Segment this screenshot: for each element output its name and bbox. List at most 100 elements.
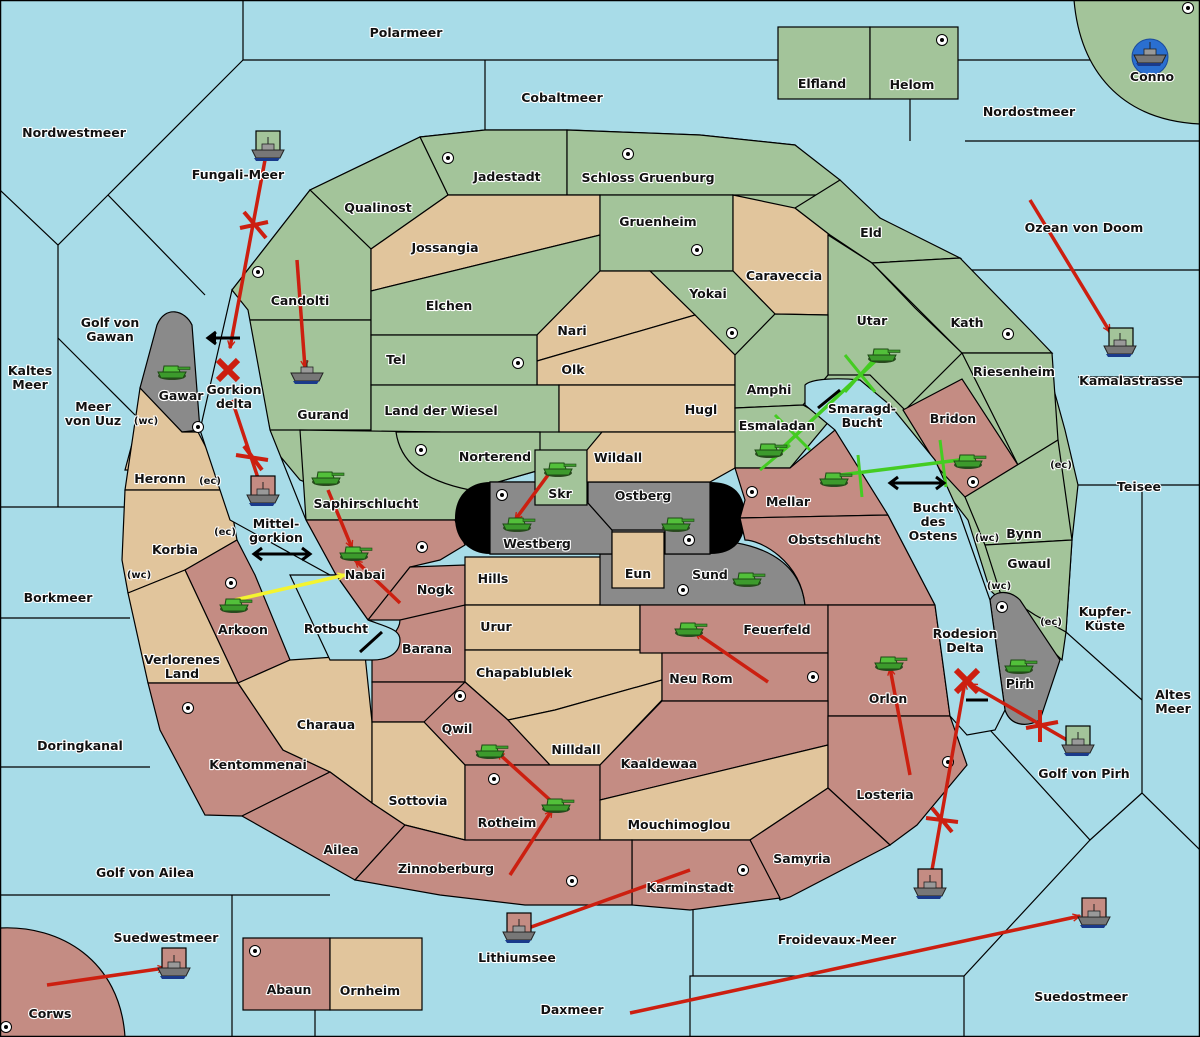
- label-qualinost: Qualinost: [344, 200, 411, 215]
- territory-gwaul[interactable]: [984, 539, 1073, 633]
- support-order-arrow: [234, 575, 345, 602]
- label-nordwestmeer: Nordwestmeer: [22, 125, 127, 140]
- supply-center-icon: [488, 773, 500, 785]
- coast-tag: (wc): [987, 581, 1011, 592]
- label-heronn: Heronn: [134, 471, 186, 486]
- label-nordostmeer: Nordostmeer: [983, 104, 1076, 119]
- supply-center-icon: [496, 489, 508, 501]
- territory-rotheim[interactable]: [464, 764, 601, 842]
- label-altes-meer-2: Meer: [1155, 701, 1191, 716]
- label-bucht-2: des: [921, 514, 946, 529]
- label-meer-von-uuz-2: von Uuz: [65, 413, 121, 428]
- order-arrow: [46, 968, 165, 987]
- label-sottovia: Sottovia: [389, 793, 448, 808]
- label-kamalastrasse: Kamalastrasse: [1079, 373, 1183, 388]
- supply-center-icon: [415, 444, 427, 456]
- territory-gruenheim[interactable]: [599, 194, 734, 272]
- supply-center-icon: [967, 476, 979, 488]
- supply-center-icon: [0, 1021, 12, 1033]
- territory-eun[interactable]: [611, 531, 665, 589]
- label-mellar: Mellar: [766, 494, 811, 509]
- territory-skr[interactable]: [534, 449, 588, 506]
- label-golf-von-pirh: Golf von Pirh: [1038, 766, 1129, 781]
- territory-zinnoberburg[interactable]: [353, 824, 633, 906]
- label-chapablublek: Chapablublek: [476, 665, 573, 680]
- order-arrow: [970, 682, 1068, 742]
- label-froidevaux-meer: Froidevaux-Meer: [778, 932, 897, 947]
- territory-ornheim[interactable]: [329, 937, 423, 1011]
- supply-center-icon: [249, 945, 261, 957]
- label-korbia: Korbia: [152, 542, 198, 557]
- coast-tag: (wc): [134, 416, 158, 427]
- order-arrow: [629, 916, 1080, 1015]
- label-elfland: Elfland: [798, 76, 846, 91]
- supply-center-icon: [807, 671, 819, 683]
- fleets: [157, 38, 1169, 980]
- supply-center-icon: [1182, 2, 1194, 14]
- label-skr: Skr: [548, 486, 572, 501]
- supply-center-icon: [442, 152, 454, 164]
- label-caraveccia: Caraveccia: [746, 268, 822, 283]
- label-cobaltmeer: Cobaltmeer: [521, 90, 603, 105]
- label-conno: Conno: [1130, 69, 1175, 84]
- supply-center-icon: [683, 534, 695, 546]
- x-marker-icon: [925, 806, 959, 834]
- x-marker-icon: [1025, 710, 1059, 742]
- label-norterend: Norterend: [459, 449, 531, 464]
- label-sund: Sund: [692, 567, 728, 582]
- supply-center-icon: [416, 541, 428, 553]
- label-kaltes-meer-1: Kaltes: [8, 363, 52, 378]
- label-saphirschlucht: Saphirschlucht: [314, 496, 419, 511]
- territory-pirh[interactable]: [989, 591, 1061, 725]
- order-arrow: [1028, 199, 1112, 332]
- label-karminstadt: Karminstadt: [646, 880, 733, 895]
- supply-center-icon: [737, 864, 749, 876]
- cut-markers: [215, 210, 1059, 834]
- label-gwaul: Gwaul: [1007, 556, 1050, 571]
- label-hugl: Hugl: [685, 402, 718, 417]
- order-arrow: [890, 668, 912, 776]
- coast-tag: (ec): [214, 527, 236, 538]
- label-feuerfeld: Feuerfeld: [743, 622, 810, 637]
- label-schloss-gruenburg: Schloss Gruenburg: [581, 170, 714, 185]
- label-fungali-meer: Fungali-Meer: [192, 167, 285, 182]
- label-altes-meer-1: Altes: [1155, 687, 1191, 702]
- label-ozean-von-doom: Ozean von Doom: [1025, 220, 1144, 235]
- supply-center-icon: [677, 584, 689, 596]
- label-qwil: Qwil: [442, 721, 473, 736]
- dislodged-marker-icon: [215, 357, 241, 383]
- label-land-der-wiesel: Land der Wiesel: [384, 403, 497, 418]
- territory-neu-rom[interactable]: [661, 652, 829, 702]
- label-golf-von-gawan-1: Golf von: [81, 315, 140, 330]
- sea-bucht-des-ostens[interactable]: [804, 378, 1006, 736]
- label-golf-von-ailea: Golf von Ailea: [96, 865, 194, 880]
- territory-land-der-wiesel[interactable]: [370, 384, 560, 433]
- x-marker-icon: [938, 439, 948, 488]
- label-utar: Utar: [857, 313, 889, 328]
- sea-labels: Polarmeer Cobaltmeer Nordwestmeer Nordos…: [7, 24, 1193, 1018]
- label-bucht-3: Ostens: [909, 528, 958, 543]
- label-esmaladan: Esmaladan: [739, 418, 815, 433]
- label-rotheim: Rotheim: [478, 815, 537, 830]
- supply-center-icon: [622, 148, 634, 160]
- coast-tag: (wc): [975, 533, 999, 544]
- label-meer-von-uuz-1: Meer: [75, 399, 111, 414]
- label-teisee: Teisee: [1117, 479, 1161, 494]
- label-barana: Barana: [402, 641, 452, 656]
- supply-center-icon: [691, 244, 703, 256]
- label-gorkion-1: Gorkion: [206, 382, 261, 397]
- supply-center-icon: [746, 486, 758, 498]
- territory-feuerfeld[interactable]: [639, 604, 829, 654]
- impassable-east: [710, 482, 745, 554]
- label-eld: Eld: [860, 225, 882, 240]
- coast-tag: (ec): [1040, 617, 1062, 628]
- label-suedostmeer: Suedostmeer: [1034, 989, 1128, 1004]
- label-ostberg: Ostberg: [615, 488, 672, 503]
- order-arrow: [353, 558, 402, 605]
- label-jossangia: Jossangia: [410, 240, 478, 255]
- label-gawar: Gawar: [159, 388, 205, 403]
- label-mouchimoglou: Mouchimoglou: [628, 817, 731, 832]
- label-kaltes-meer-2: Meer: [12, 377, 48, 392]
